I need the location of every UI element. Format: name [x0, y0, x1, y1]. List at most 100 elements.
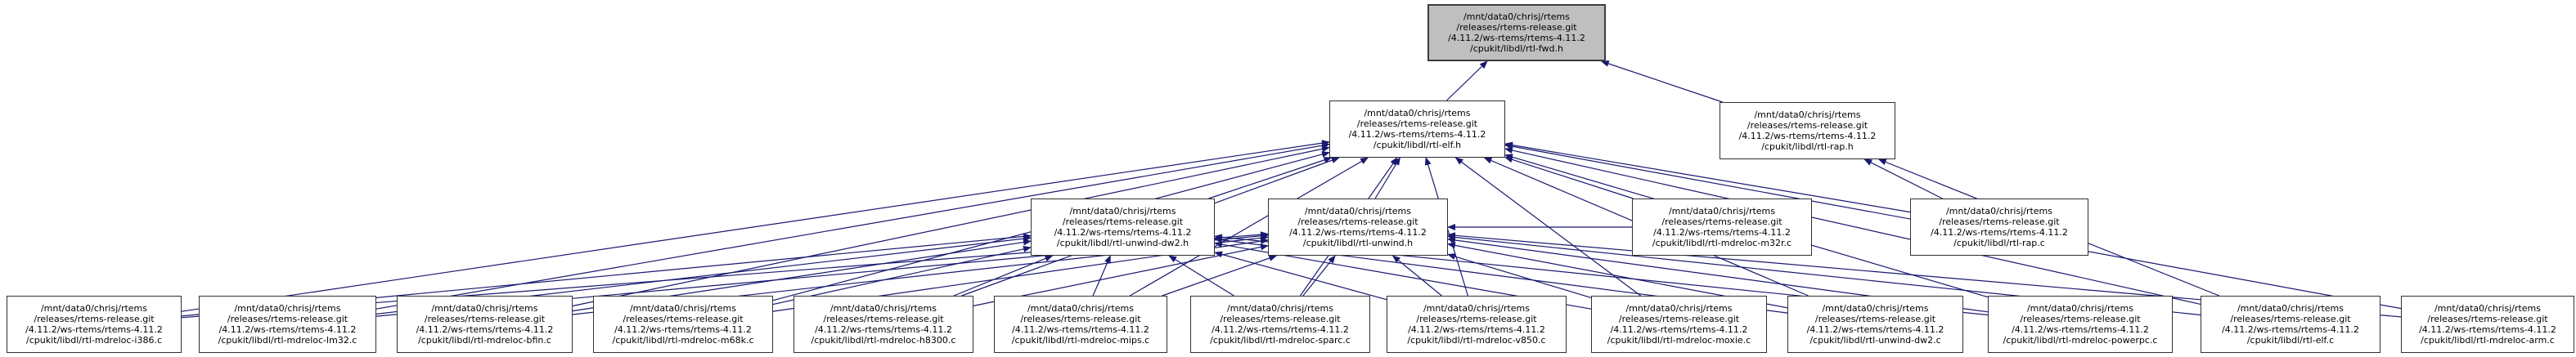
node-file-line: /cpukit/libdl/rtl-elf.h: [1373, 140, 1462, 151]
node-path-line: /mnt/data0/chrisj/rtems: [1364, 107, 1471, 118]
graph-node-rtl-mdreloc-moxie-c[interactable]: /mnt/data0/chrisj/rtems/releases/rtems-r…: [1591, 296, 1767, 353]
edge-rtl-unwind-h-to-rtl-elf-h: [1374, 157, 1400, 199]
graph-node-rtl-elf-h[interactable]: /mnt/data0/chrisj/rtems/releases/rtems-r…: [1329, 100, 1505, 158]
node-file-line: /cpukit/libdl/rtl-mdreloc-h8300.c: [811, 335, 956, 346]
node-path-line: /mnt/data0/chrisj/rtems: [2237, 302, 2344, 314]
edge-rtl-elf-h-to-rtl-fwd-h: [1446, 60, 1488, 101]
graph-node-rtl-fwd-h[interactable]: /mnt/data0/chrisj/rtems/releases/rtems-r…: [1427, 4, 1606, 61]
edge-rtl-mdreloc-sparc-c-to-rtl-unwind-dw2-h: [1168, 255, 1234, 297]
node-file-line: /cpukit/libdl/rtl-mdreloc-bfin.c: [418, 335, 551, 346]
node-path-line: /releases/rtems-release.git: [1062, 216, 1184, 227]
graph-node-rtl-elf-c[interactable]: /mnt/data0/chrisj/rtems/releases/rtems-r…: [2201, 296, 2380, 353]
node-path-line: /4.11.2/ws-rtems/rtems-4.11.2: [416, 324, 554, 335]
node-path-line: /4.11.2/ws-rtems/rtems-4.11.2: [25, 324, 163, 335]
graph-node-rtl-unwind-dw2-h[interactable]: /mnt/data0/chrisj/rtems/releases/rtems-r…: [1031, 199, 1215, 256]
node-path-line: /4.11.2/ws-rtems/rtems-4.11.2: [1610, 324, 1748, 335]
node-path-line: /releases/rtems-release.git: [424, 313, 546, 324]
node-path-line: /mnt/data0/chrisj/rtems: [629, 302, 737, 314]
graph-node-rtl-mdreloc-powerpc-c[interactable]: /mnt/data0/chrisj/rtems/releases/rtems-r…: [1988, 296, 2173, 353]
graph-node-rtl-rap-h[interactable]: /mnt/data0/chrisj/rtems/releases/rtems-r…: [1720, 102, 1895, 159]
node-file-line: /cpukit/libdl/rtl-mdreloc-mips.c: [1011, 335, 1150, 346]
edge-rtl-rap-c-to-rtl-rap-h: [1863, 158, 1943, 199]
node-path-line: /releases/rtems-release.git: [1661, 216, 1783, 227]
node-path-line: /4.11.2/ws-rtems/rtems-4.11.2: [1289, 227, 1427, 238]
node-path-line: /releases/rtems-release.git: [2020, 313, 2141, 324]
edge-rtl-unwind-dw2-h-to-rtl-elf-h: [1208, 157, 1333, 199]
node-path-line: /4.11.2/ws-rtems/rtems-4.11.2: [1348, 129, 1486, 140]
edge-rtl-mdreloc-v850-c-to-rtl-unwind-h: [1391, 255, 1442, 297]
node-file-line: /cpukit/libdl/rtl-rap.c: [1953, 238, 2045, 249]
graph-node-rtl-mdreloc-sparc-c[interactable]: /mnt/data0/chrisj/rtems/releases/rtems-r…: [1190, 296, 1370, 353]
node-file-line: /cpukit/libdl/rtl-mdreloc-m32r.c: [1652, 238, 1792, 249]
node-file-line: /cpukit/libdl/rtl-unwind.h: [1302, 238, 1414, 249]
node-path-line: /4.11.2/ws-rtems/rtems-4.11.2: [1012, 324, 1149, 335]
edge-rtl-mdreloc-m32r-c-to-rtl-elf-h: [1504, 156, 1634, 199]
node-path-line: /releases/rtems-release.git: [823, 313, 944, 324]
node-path-line: /4.11.2/ws-rtems/rtems-4.11.2: [815, 324, 952, 335]
edge-rtl-mdreloc-mips-c-to-rtl-unwind-dw2-h: [1092, 255, 1111, 297]
graph-node-rtl-unwind-dw2-c[interactable]: /mnt/data0/chrisj/rtems/releases/rtems-r…: [1787, 296, 1963, 353]
node-path-line: /mnt/data0/chrisj/rtems: [1668, 205, 1776, 216]
node-file-line: /cpukit/libdl/rtl-unwind-dw2.c: [1809, 335, 1941, 346]
node-path-line: /mnt/data0/chrisj/rtems: [1226, 302, 1334, 314]
node-path-line: /releases/rtems-release.git: [1220, 313, 1341, 324]
node-path-line: /releases/rtems-release.git: [1456, 21, 1577, 33]
node-path-line: /4.11.2/ws-rtems/rtems-4.11.2: [2222, 324, 2359, 335]
edge-rtl-mdreloc-bfin-c-to-rtl-elf-h: [572, 145, 1330, 307]
node-path-line: /releases/rtems-release.git: [1020, 313, 1141, 324]
node-path-line: /4.11.2/ws-rtems/rtems-4.11.2: [1054, 227, 1192, 238]
node-path-line: /4.11.2/ws-rtems/rtems-4.11.2: [218, 324, 357, 335]
graph-node-rtl-mdreloc-mips-c[interactable]: /mnt/data0/chrisj/rtems/releases/rtems-r…: [994, 296, 1167, 353]
node-path-line: /releases/rtems-release.git: [1618, 313, 1740, 324]
node-path-line: /mnt/data0/chrisj/rtems: [1625, 302, 1733, 314]
node-path-line: /releases/rtems-release.git: [1747, 119, 1868, 131]
node-path-line: /mnt/data0/chrisj/rtems: [40, 302, 148, 314]
node-path-line: /4.11.2/ws-rtems/rtems-4.11.2: [1931, 227, 2068, 238]
node-path-line: /4.11.2/ws-rtems/rtems-4.11.2: [614, 324, 752, 335]
node-path-line: /4.11.2/ws-rtems/rtems-4.11.2: [1806, 324, 1944, 335]
node-path-line: /mnt/data0/chrisj/rtems: [2026, 302, 2134, 314]
node-file-line: /cpukit/libdl/rtl-mdreloc-powerpc.c: [2003, 335, 2158, 346]
node-file-line: /cpukit/libdl/rtl-mdreloc-arm.c: [2421, 335, 2555, 346]
edge-rtl-mdreloc-moxie-c-to-rtl-unwind-h: [1447, 253, 1592, 298]
node-path-line: /4.11.2/ws-rtems/rtems-4.11.2: [2012, 324, 2149, 335]
edge-rtl-mdreloc-v850-c-to-rtl-unwind-dw2-h: [1214, 251, 1387, 301]
node-file-line: /cpukit/libdl/rtl-elf.c: [2246, 335, 2335, 346]
edge-rtl-mdreloc-mips-c-to-rtl-unwind-h: [1162, 255, 1278, 297]
graph-node-rtl-rap-c[interactable]: /mnt/data0/chrisj/rtems/releases/rtems-r…: [1910, 199, 2088, 256]
node-path-line: /releases/rtems-release.git: [623, 313, 744, 324]
graph-node-rtl-mdreloc-h8300-c[interactable]: /mnt/data0/chrisj/rtems/releases/rtems-r…: [793, 296, 973, 353]
node-path-line: /releases/rtems-release.git: [1356, 118, 1478, 129]
node-path-line: /mnt/data0/chrisj/rtems: [1822, 302, 1929, 314]
graph-node-rtl-mdreloc-m68k-c[interactable]: /mnt/data0/chrisj/rtems/releases/rtems-r…: [593, 296, 773, 353]
node-file-line: /cpukit/libdl/rtl-rap.h: [1761, 141, 1854, 153]
node-path-line: /releases/rtems-release.git: [1939, 216, 2060, 227]
node-path-line: /releases/rtems-release.git: [2427, 313, 2548, 324]
node-path-line: /mnt/data0/chrisj/rtems: [1945, 205, 2053, 216]
node-path-line: /releases/rtems-release.git: [34, 313, 155, 324]
edge-rtl-mdreloc-sparc-c-to-rtl-unwind-h: [1302, 255, 1336, 297]
node-path-line: /4.11.2/ws-rtems/rtems-4.11.2: [1212, 324, 1349, 335]
node-path-line: /4.11.2/ws-rtems/rtems-4.11.2: [1448, 33, 1585, 43]
edge-rtl-rap-h-to-rtl-fwd-h: [1600, 60, 1723, 103]
node-path-line: /releases/rtems-release.git: [1814, 313, 1936, 324]
graph-node-rtl-mdreloc-i386-c[interactable]: /mnt/data0/chrisj/rtems/releases/rtems-r…: [7, 296, 182, 353]
graph-node-rtl-mdreloc-m32r-c[interactable]: /mnt/data0/chrisj/rtems/releases/rtems-r…: [1632, 199, 1812, 256]
node-path-line: /mnt/data0/chrisj/rtems: [431, 302, 538, 314]
graph-node-rtl-unwind-h[interactable]: /mnt/data0/chrisj/rtems/releases/rtems-r…: [1268, 199, 1448, 256]
edge-rtl-mdreloc-h8300-c-to-rtl-unwind-dw2-h: [953, 255, 1054, 297]
node-path-line: /mnt/data0/chrisj/rtems: [1027, 302, 1135, 314]
graph-node-rtl-mdreloc-v850-c[interactable]: /mnt/data0/chrisj/rtems/releases/rtems-r…: [1387, 296, 1567, 353]
graph-node-rtl-mdreloc-bfin-c[interactable]: /mnt/data0/chrisj/rtems/releases/rtems-r…: [397, 296, 573, 353]
graph-node-rtl-mdreloc-lm32-c[interactable]: /mnt/data0/chrisj/rtems/releases/rtems-r…: [199, 296, 376, 353]
node-file-line: /cpukit/libdl/rtl-mdreloc-sparc.c: [1210, 335, 1351, 346]
node-path-line: /mnt/data0/chrisj/rtems: [1069, 205, 1176, 216]
node-path-line: /4.11.2/ws-rtems/rtems-4.11.2: [1738, 131, 1877, 141]
node-path-line: /releases/rtems-release.git: [2230, 313, 2351, 324]
node-path-line: /4.11.2/ws-rtems/rtems-4.11.2: [2419, 324, 2556, 335]
node-path-line: /mnt/data0/chrisj/rtems: [1304, 205, 1412, 216]
node-file-line: /cpukit/libdl/rtl-unwind-dw2.h: [1056, 238, 1189, 249]
graph-node-rtl-mdreloc-arm-c[interactable]: /mnt/data0/chrisj/rtems/releases/rtems-r…: [2401, 296, 2574, 353]
node-path-line: /mnt/data0/chrisj/rtems: [1754, 109, 1861, 120]
